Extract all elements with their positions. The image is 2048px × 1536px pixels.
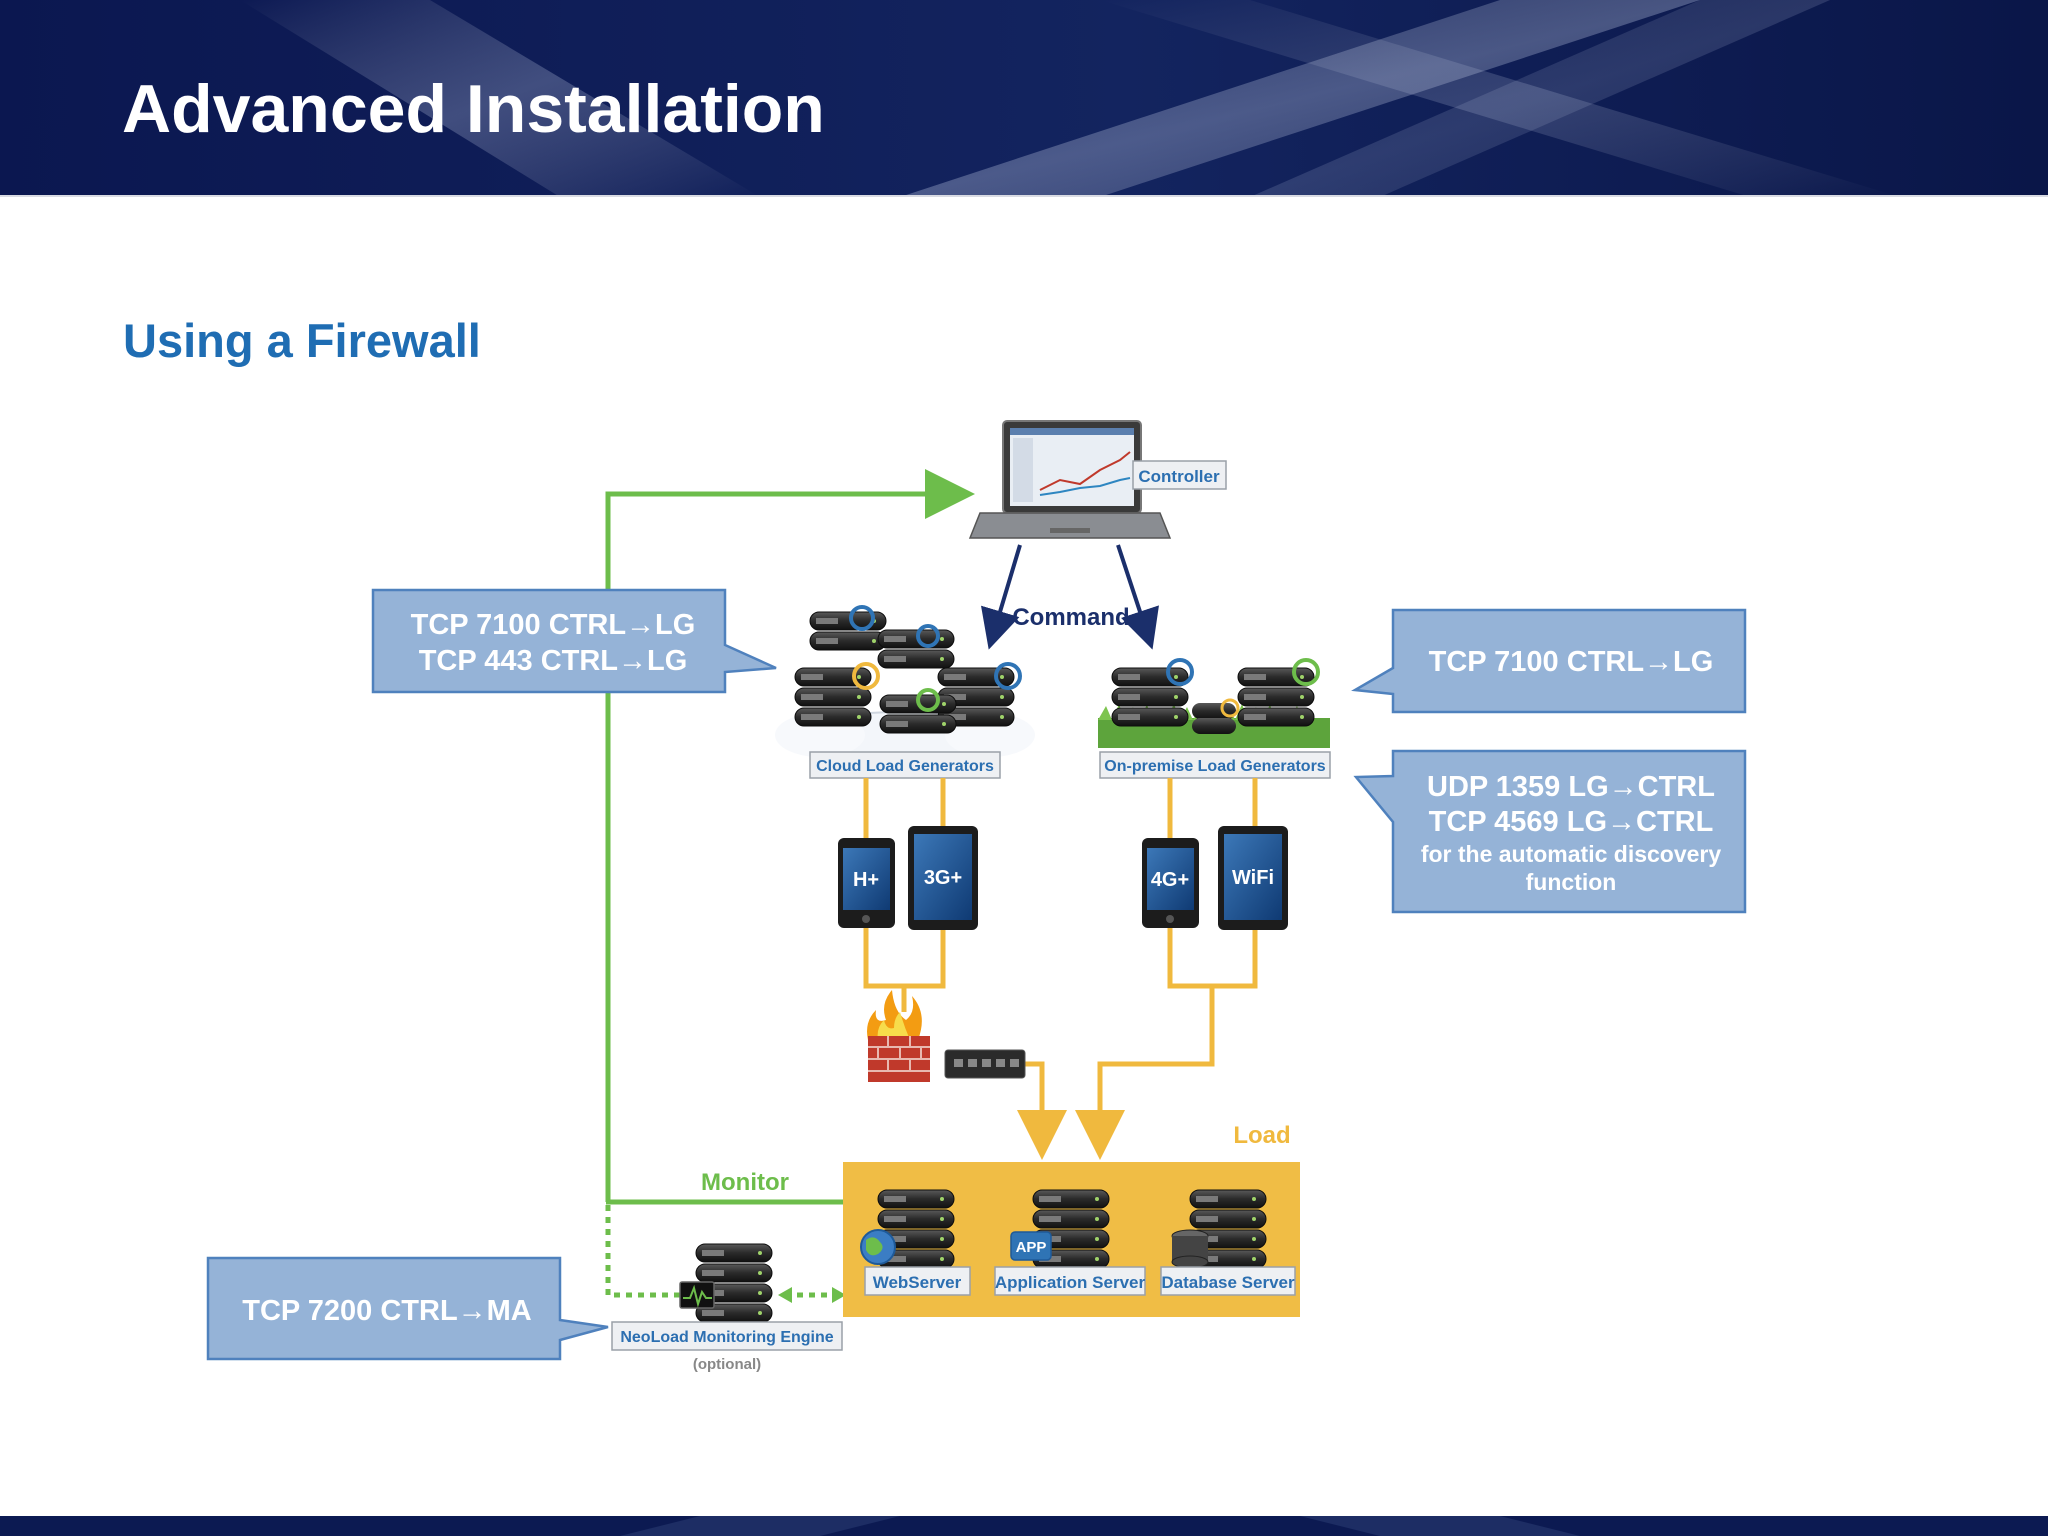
webserver-icon	[860, 1189, 955, 1269]
footer-background	[0, 1516, 2048, 1536]
database-server-icon	[1171, 1189, 1267, 1269]
footer-band	[0, 1516, 2048, 1536]
controller-laptop-icon	[968, 420, 1172, 539]
device-label: WiFi	[1232, 867, 1274, 889]
callout-right-mid	[1353, 749, 1747, 914]
device-wifi	[1218, 826, 1288, 930]
callout-text: TCP 443 CTRL→LG	[419, 645, 688, 677]
device-h-plus	[838, 838, 895, 928]
callout-text: TCP 7100 CTRL→LG	[1429, 646, 1714, 678]
callout-text: UDP 1359 LG→CTRL	[1427, 771, 1715, 803]
server-label: WebServer	[873, 1273, 962, 1292]
callout-left-top	[371, 588, 777, 694]
cloud-load-generators-icon	[775, 605, 1035, 765]
device-label: H+	[853, 869, 879, 891]
callout-note: for the automatic discovery	[1421, 841, 1722, 867]
slide-title: Advanced Installation	[122, 71, 825, 147]
callout-note: function	[1526, 869, 1617, 895]
device-label: 4G+	[1151, 869, 1189, 891]
callout-left-bottom	[206, 1256, 609, 1361]
app-badge: APP	[1016, 1239, 1047, 1256]
callout-right-top	[1351, 608, 1747, 714]
monitoring-engine-note: (optional)	[693, 1356, 761, 1373]
command-label: Command	[1012, 604, 1129, 631]
server-label: Database Server	[1161, 1273, 1295, 1292]
server-label: Application Server	[995, 1273, 1146, 1292]
callout-text: TCP 7100 CTRL→LG	[411, 609, 696, 641]
header-band	[0, 0, 2048, 197]
network-switch-icon	[944, 1049, 1026, 1079]
firewall-icon	[867, 990, 930, 1082]
onprem-lg-label: On-premise Load Generators	[1104, 758, 1325, 775]
callout-text: TCP 7200 CTRL→MA	[242, 1295, 532, 1327]
device-3g-plus	[908, 826, 978, 930]
slide-subtitle: Using a Firewall	[123, 314, 481, 367]
header-background	[0, 0, 2048, 197]
monitoring-engine-label: NeoLoad Monitoring Engine	[620, 1329, 833, 1346]
onpremise-load-generators-icon	[1098, 658, 1330, 748]
cloud-lg-label: Cloud Load Generators	[816, 758, 994, 775]
monitoring-engine-icon	[679, 1243, 773, 1323]
monitor-label: Monitor	[701, 1169, 789, 1196]
command-arrows	[981, 544, 1159, 650]
load-label: Load	[1233, 1122, 1290, 1149]
controller-label: Controller	[1138, 467, 1220, 486]
device-4g-plus	[1142, 838, 1199, 928]
load-connections	[863, 778, 1258, 1160]
application-server-icon	[1010, 1189, 1110, 1269]
device-label: 3G+	[924, 867, 962, 889]
callout-text: TCP 4569 LG→CTRL	[1429, 806, 1714, 838]
